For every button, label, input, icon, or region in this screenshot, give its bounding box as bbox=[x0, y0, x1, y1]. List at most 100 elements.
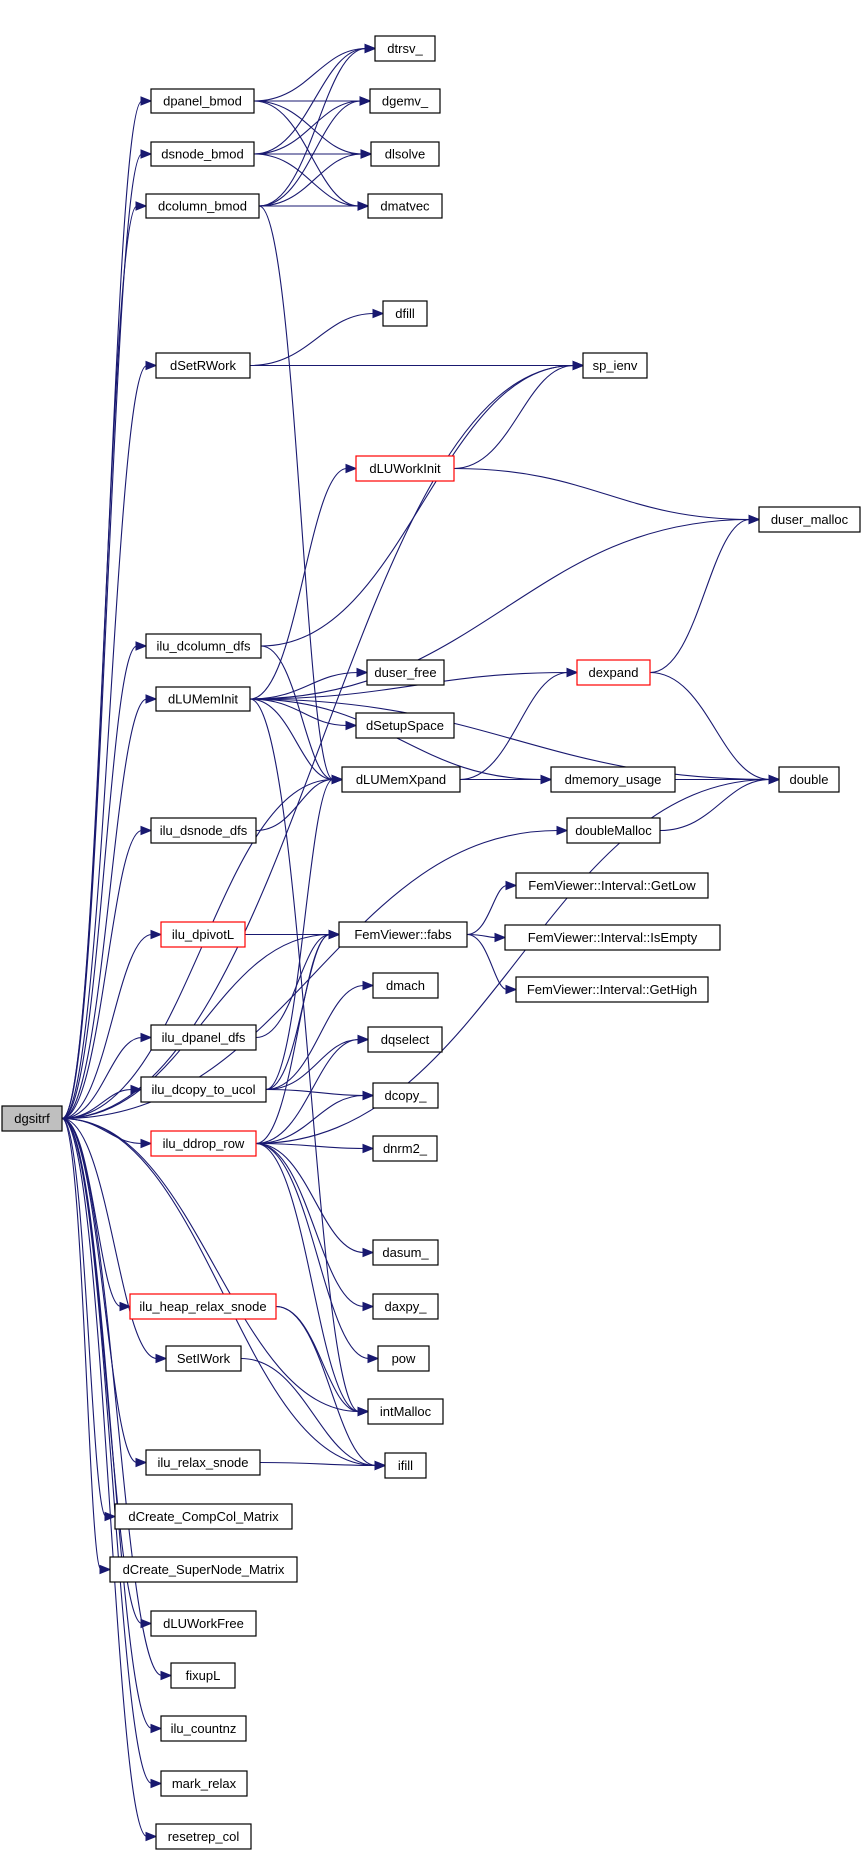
node-mark-relax[interactable]: mark_relax bbox=[160, 1770, 248, 1797]
edge-dcolumn_bmod-to-dtrsv_ bbox=[258, 43, 377, 207]
node-dsetrwork[interactable]: dSetRWork bbox=[155, 352, 251, 379]
edge-ilu_ddrop_row-to-double bbox=[255, 774, 781, 1145]
node-box bbox=[1, 1105, 63, 1132]
edge-ilu_ddrop_row-to-dnrm2_ bbox=[255, 1142, 375, 1154]
edges-layer bbox=[61, 43, 781, 1842]
edge-ilu_ddrop_row-to-pow bbox=[255, 1142, 380, 1364]
node-ilu-relax-snode[interactable]: ilu_relax_snode bbox=[145, 1449, 261, 1476]
node-label: sp_ienv bbox=[593, 358, 638, 373]
node-dcopy-[interactable]: dcopy_ bbox=[372, 1082, 439, 1109]
node-label: duser_free bbox=[374, 665, 436, 680]
node-getlow[interactable]: FemViewer::Interval::GetLow bbox=[515, 872, 709, 899]
node-ilu-countnz[interactable]: ilu_countnz bbox=[160, 1715, 247, 1742]
edge-dLUMemInit-to-duser_malloc bbox=[249, 514, 761, 700]
node-label: dCreate_CompCol_Matrix bbox=[128, 1509, 279, 1524]
node-resetrep-col[interactable]: resetrep_col bbox=[155, 1823, 252, 1850]
node-dmemory-usage[interactable]: dmemory_usage bbox=[550, 766, 676, 793]
node-dsetupspace[interactable]: dSetupSpace bbox=[355, 712, 455, 739]
node-dlumemxpand[interactable]: dLUMemXpand bbox=[341, 766, 461, 793]
node-fabs[interactable]: FemViewer::fabs bbox=[338, 921, 468, 948]
node-dmach[interactable]: dmach bbox=[372, 972, 439, 999]
node-box bbox=[109, 1556, 298, 1583]
node-dpanel-bmod[interactable]: dpanel_bmod bbox=[150, 88, 255, 114]
node-label: dgsitrf bbox=[14, 1111, 50, 1126]
node-doublemalloc[interactable]: doubleMalloc bbox=[566, 817, 661, 844]
node-dcreate-compcol-matrix[interactable]: dCreate_CompCol_Matrix bbox=[114, 1503, 293, 1530]
edge-dpanel_bmod-to-dtrsv_ bbox=[253, 43, 377, 102]
node-dnrm2-[interactable]: dnrm2_ bbox=[372, 1135, 438, 1162]
node-dsnode-bmod[interactable]: dsnode_bmod bbox=[150, 141, 255, 167]
node-box bbox=[150, 88, 255, 114]
node-dasum-[interactable]: dasum_ bbox=[372, 1239, 439, 1266]
node-dgemv-[interactable]: dgemv_ bbox=[369, 88, 441, 114]
node-box bbox=[515, 872, 709, 899]
node-box bbox=[369, 88, 441, 114]
node-intmalloc[interactable]: intMalloc bbox=[367, 1398, 444, 1425]
node-dtrsv-[interactable]: dtrsv_ bbox=[374, 35, 436, 62]
node-label: ilu_relax_snode bbox=[157, 1455, 248, 1470]
node-daxpy-[interactable]: daxpy_ bbox=[372, 1293, 439, 1320]
node-label: FemViewer::Interval::GetHigh bbox=[527, 982, 697, 997]
node-ilu-dsnode-dfs[interactable]: ilu_dsnode_dfs bbox=[150, 817, 257, 844]
node-ilu-dpivotl[interactable]: ilu_dpivotL bbox=[160, 921, 246, 948]
edge-dgsitrf-to-ilu_dcopy_to_ucol bbox=[61, 1084, 143, 1120]
edge-dcolumn_bmod-to-dmatvec bbox=[259, 201, 370, 211]
node-fixupl[interactable]: fixupL bbox=[170, 1662, 236, 1689]
node-box bbox=[165, 1345, 242, 1372]
node-duser-malloc[interactable]: duser_malloc bbox=[758, 506, 861, 533]
node-duser-free[interactable]: duser_free bbox=[366, 659, 445, 686]
node-dluworkinit[interactable]: dLUWorkInit bbox=[355, 455, 455, 482]
edge-fabs-to-GetHigh bbox=[466, 933, 518, 995]
edge-ilu_dcolumn_dfs-to-sp_ienv bbox=[260, 360, 585, 647]
node-dcreate-supernode-matrix[interactable]: dCreate_SuperNode_Matrix bbox=[109, 1556, 298, 1583]
node-dexpand[interactable]: dexpand bbox=[576, 659, 651, 686]
node-double[interactable]: double bbox=[778, 766, 840, 793]
node-ifill[interactable]: ifill bbox=[384, 1452, 427, 1479]
node-label: dSetRWork bbox=[170, 358, 236, 373]
edge-ilu_ddrop_row-to-dcopy_ bbox=[255, 1090, 375, 1145]
node-ilu-dpanel-dfs[interactable]: ilu_dpanel_dfs bbox=[150, 1024, 257, 1051]
node-label: dmemory_usage bbox=[565, 772, 662, 787]
node-sp-ienv[interactable]: sp_ienv bbox=[582, 352, 648, 379]
node-dgsitrf[interactable]: dgsitrf bbox=[1, 1105, 63, 1132]
edge-ilu_dsnode_dfs-to-dLUMemXpand bbox=[255, 774, 344, 832]
node-dmatvec[interactable]: dmatvec bbox=[367, 193, 443, 219]
edge-dLUMemInit-to-dSetupSpace bbox=[249, 698, 358, 731]
node-dqselect[interactable]: dqselect bbox=[367, 1026, 443, 1053]
node-box bbox=[515, 976, 709, 1003]
node-label: dnrm2_ bbox=[383, 1141, 428, 1156]
node-isempty[interactable]: FemViewer::Interval::IsEmpty bbox=[504, 924, 721, 951]
edge-dgsitrf-to-ilu_heap_relax_snode bbox=[61, 1117, 132, 1312]
node-ilu-ddrop-row[interactable]: ilu_ddrop_row bbox=[150, 1130, 257, 1157]
node-box bbox=[566, 817, 661, 844]
edge-dLUMemInit-to-dLUMemXpand bbox=[249, 698, 344, 785]
node-box bbox=[160, 921, 246, 948]
node-label: FemViewer::fabs bbox=[354, 927, 452, 942]
edge-dLUMemInit-to-duser_free bbox=[249, 667, 369, 700]
node-box bbox=[367, 193, 443, 219]
node-box bbox=[170, 1662, 236, 1689]
node-dfill[interactable]: dfill bbox=[382, 300, 428, 327]
node-label: dcopy_ bbox=[385, 1088, 428, 1103]
node-label: dcolumn_bmod bbox=[158, 199, 247, 214]
node-dlsolve[interactable]: dlsolve bbox=[370, 141, 440, 167]
node-setiwork[interactable]: SetIWork bbox=[165, 1345, 242, 1372]
node-gethigh[interactable]: FemViewer::Interval::GetHigh bbox=[515, 976, 709, 1003]
node-label: dSetupSpace bbox=[366, 718, 444, 733]
node-ilu-heap-relax-snode[interactable]: ilu_heap_relax_snode bbox=[129, 1293, 277, 1320]
node-dlumeminit[interactable]: dLUMemInit bbox=[155, 686, 251, 712]
node-ilu-dcolumn-dfs[interactable]: ilu_dcolumn_dfs bbox=[145, 633, 262, 659]
node-pow[interactable]: pow bbox=[377, 1345, 430, 1372]
node-dcolumn-bmod[interactable]: dcolumn_bmod bbox=[145, 193, 260, 219]
node-ilu-dcopy-to-ucol[interactable]: ilu_dcopy_to_ucol bbox=[140, 1076, 267, 1103]
edge-dLUWorkInit-to-duser_malloc bbox=[453, 467, 761, 525]
node-label: ilu_dsnode_dfs bbox=[160, 823, 248, 838]
node-box bbox=[150, 1610, 257, 1637]
node-label: dgemv_ bbox=[382, 94, 429, 109]
node-box bbox=[384, 1452, 427, 1479]
edge-dLUMemXpand-to-dexpand bbox=[459, 667, 579, 781]
edge-dSetRWork-to-sp_ienv bbox=[249, 360, 585, 371]
edge-dgsitrf-to-mark_relax bbox=[61, 1117, 163, 1789]
node-dluworkfree[interactable]: dLUWorkFree bbox=[150, 1610, 257, 1637]
edge-dgsitrf-to-ilu_countnz bbox=[61, 1117, 163, 1734]
